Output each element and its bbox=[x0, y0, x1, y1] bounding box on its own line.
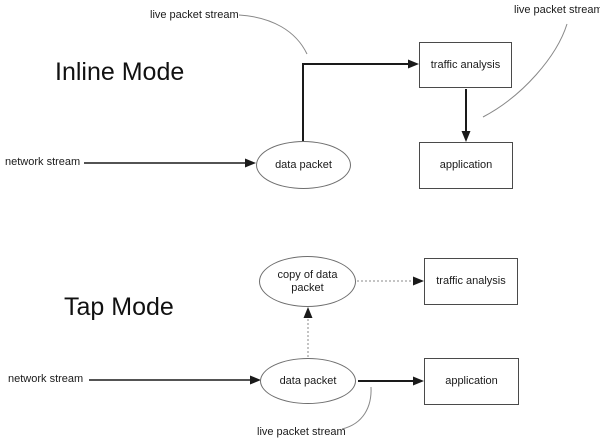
leader-line-live-packet-stream-bottom bbox=[341, 386, 372, 430]
live-packet-stream-label-top-right: live packet stream bbox=[514, 4, 600, 16]
live-packet-stream-label-top-left: live packet stream bbox=[150, 9, 239, 21]
data-packet-ellipse-tap: data packet bbox=[260, 358, 356, 404]
application-box-tap: application bbox=[424, 358, 519, 405]
leader-line-live-packet-stream-top-left bbox=[238, 14, 308, 55]
traffic-analysis-label-inline: traffic analysis bbox=[430, 58, 501, 71]
traffic-analysis-label-tap: traffic analysis bbox=[436, 275, 506, 287]
application-label-inline: application bbox=[439, 159, 493, 171]
leader-line-live-packet-stream-top-right bbox=[482, 23, 568, 118]
live-packet-stream-label-bottom: live packet stream bbox=[257, 426, 346, 438]
tap-mode-title: Tap Mode bbox=[64, 293, 174, 321]
network-stream-label-tap: network stream bbox=[8, 373, 84, 385]
application-box-inline: application bbox=[419, 142, 513, 189]
traffic-analysis-box-inline: traffic analysis bbox=[419, 42, 512, 88]
network-stream-label-inline: network stream bbox=[5, 156, 81, 168]
inline-mode-title: Inline Mode bbox=[55, 58, 185, 86]
arrow-data-packet-to-traffic-analysis-inline bbox=[302, 59, 419, 141]
data-packet-label-tap: data packet bbox=[279, 374, 337, 387]
copy-of-data-packet-ellipse-tap: copy of data packet bbox=[259, 256, 356, 307]
data-packet-ellipse-inline: data packet bbox=[256, 141, 351, 189]
traffic-analysis-box-tap: traffic analysis bbox=[424, 258, 518, 305]
application-label-tap: application bbox=[445, 375, 498, 387]
data-packet-label-inline: data packet bbox=[275, 158, 332, 171]
copy-of-data-packet-label-tap: copy of data packet bbox=[277, 268, 338, 294]
